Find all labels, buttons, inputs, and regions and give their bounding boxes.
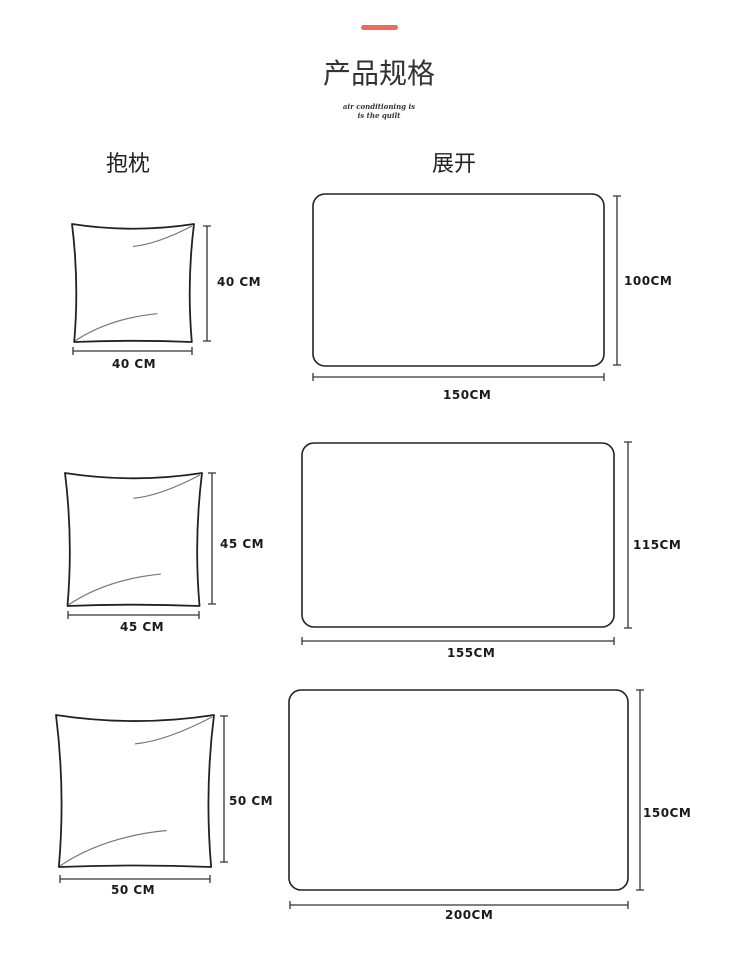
pillow-heading: 抱枕 <box>106 152 151 177</box>
horizontal-dimension-line <box>312 373 605 381</box>
pillow-outline <box>71 223 195 343</box>
blanket-outline <box>301 442 615 628</box>
pillow-height-label: 45 CM <box>220 537 265 551</box>
blanket-outline <box>288 689 629 891</box>
pillow-fold-line <box>74 313 158 342</box>
subtitle-line-1: air conditioning is <box>342 102 416 111</box>
unfolded-heading: 展开 <box>432 152 477 177</box>
subtitle-line-2: is the quilt <box>357 111 401 120</box>
page-title: 产品规格 <box>322 57 435 90</box>
vertical-dimension-line <box>220 715 228 863</box>
accent-bar <box>361 25 398 30</box>
vertical-dimension-line <box>203 225 211 342</box>
blanket-width-label: 155CM <box>447 646 496 660</box>
vertical-dimension-line <box>208 472 216 605</box>
pillow-fold-line <box>134 716 213 745</box>
horizontal-dimension-line <box>289 901 629 909</box>
vertical-dimension-line <box>624 441 632 629</box>
blanket-height-label: 115CM <box>633 538 682 552</box>
pillow-fold-line <box>59 829 167 867</box>
horizontal-dimension-line <box>301 637 615 645</box>
pillow-height-label: 40 CM <box>217 275 262 289</box>
pillow-width-label: 40 CM <box>112 357 157 371</box>
pillow-width-label: 50 CM <box>111 883 156 897</box>
blanket-width-label: 150CM <box>443 388 492 402</box>
pillow-fold-line <box>133 474 201 499</box>
pillow-outline <box>55 714 215 868</box>
pillow-width-label: 45 CM <box>120 620 165 634</box>
pillow-fold-line <box>132 225 193 248</box>
pillow-height-label: 50 CM <box>229 794 274 808</box>
blanket-width-label: 200CM <box>445 908 494 922</box>
vertical-dimension-line <box>636 689 644 891</box>
horizontal-dimension-line <box>59 875 211 883</box>
pillow-fold-line <box>67 573 161 606</box>
horizontal-dimension-line <box>72 347 193 355</box>
blanket-height-label: 100CM <box>624 274 673 288</box>
blanket-outline <box>312 193 605 367</box>
vertical-dimension-line <box>613 195 621 366</box>
pillow-outline <box>64 472 203 607</box>
blanket-height-label: 150CM <box>643 806 692 820</box>
horizontal-dimension-line <box>67 611 200 619</box>
